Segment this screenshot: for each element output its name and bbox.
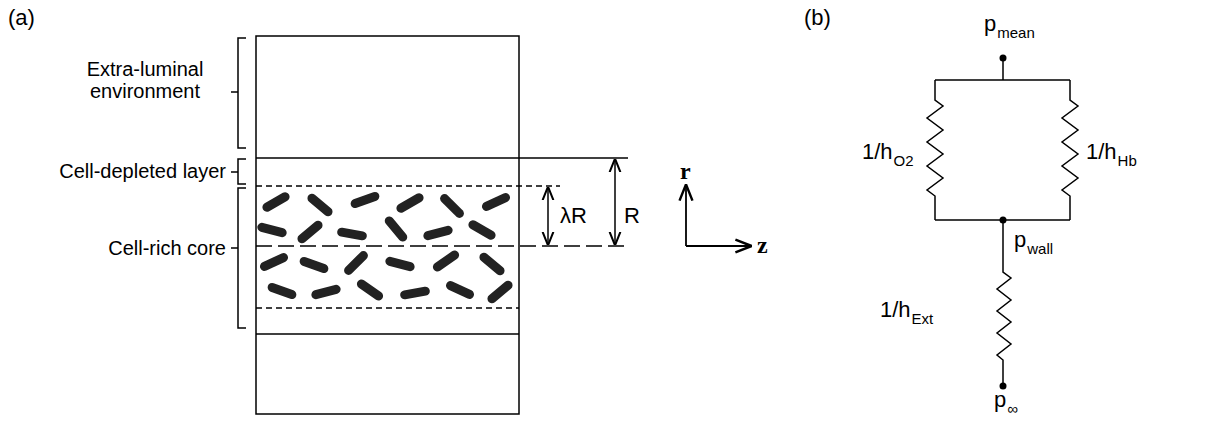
panel-label: (b) — [804, 6, 831, 30]
subscript: O2 — [894, 153, 914, 170]
vessel-wall — [256, 333, 519, 335]
dimension-arrow — [614, 160, 616, 244]
core-boundary — [256, 185, 560, 186]
subscript: ∞ — [1007, 401, 1018, 418]
resistor-circuit — [927, 58, 1078, 386]
dimension-label: R — [624, 204, 640, 228]
subscript: mean — [997, 25, 1035, 42]
axis-label: z — [757, 232, 768, 258]
subscript: Ext — [912, 311, 934, 328]
dimension-arrow — [547, 188, 549, 244]
axis-label: r — [680, 158, 691, 184]
axis-arrow — [686, 245, 750, 247]
vessel-outline — [256, 36, 519, 414]
region-label: Cell-depleted layer — [59, 160, 226, 182]
subscript: Hb — [1118, 153, 1137, 170]
axis-arrow — [685, 186, 687, 246]
red-cells — [257, 191, 514, 305]
dimension-label: λR — [560, 204, 587, 228]
panel-label: (a) — [8, 6, 35, 30]
centerline — [256, 245, 628, 246]
region-label: Cell-rich core — [108, 237, 226, 259]
region-label: Extra-luminal environment — [60, 58, 230, 102]
resistance-label: 1/h — [880, 298, 911, 322]
pressure-label: p — [984, 12, 996, 36]
subscript: wall — [1027, 241, 1053, 258]
vessel-wall — [256, 157, 628, 159]
pressure-label: p — [1014, 228, 1026, 252]
resistance-label: 1/h — [862, 140, 893, 164]
core-boundary — [256, 307, 519, 308]
brackets — [231, 38, 246, 328]
circuit-node — [1000, 55, 1007, 390]
pressure-label: p — [994, 388, 1006, 412]
resistance-label: 1/h — [1086, 140, 1117, 164]
